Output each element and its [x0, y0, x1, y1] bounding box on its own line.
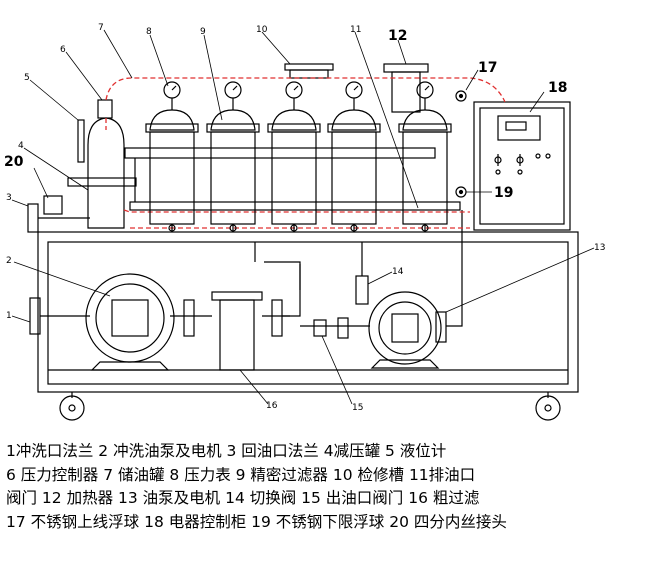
coarse-filter — [211, 261, 301, 371]
legend-line: 1冲洗口法兰 2 冲洗油泵及电机 3 回油口法兰 4减压罐 5 液位计 — [6, 442, 447, 460]
callout-18: 18 — [548, 80, 567, 96]
control-cabinet — [473, 101, 571, 231]
callout-14: 14 — [392, 267, 404, 277]
legend-line: 6 压力控制器 7 储油罐 8 压力表 9 精密过滤器 10 检修槽 11排油口 — [6, 465, 476, 484]
precision-filters — [145, 81, 452, 232]
drain-valve-icon — [350, 224, 358, 232]
filter-flange — [398, 123, 452, 133]
leader-lines — [11, 29, 595, 405]
upper-float — [455, 90, 467, 102]
callout-12: 12 — [388, 28, 407, 44]
drain-valve-icon — [229, 224, 237, 232]
manifold-pipes — [124, 147, 461, 211]
callout-19: 19 — [494, 185, 513, 201]
callout-11: 11 — [350, 25, 361, 35]
callout-15: 15 — [352, 403, 363, 413]
switch-valve — [355, 242, 369, 305]
callout-20: 20 — [4, 154, 24, 170]
inspection-trough — [284, 63, 334, 79]
filter-flange — [327, 123, 381, 133]
callout-9: 9 — [200, 27, 206, 37]
filter-flange — [206, 123, 260, 133]
callout-2: 2 — [6, 256, 12, 266]
callout-5: 5 — [24, 73, 30, 83]
callout-3: 3 — [6, 193, 12, 203]
callout-13: 13 — [594, 243, 605, 253]
filter-dome — [331, 109, 377, 131]
filter-dome — [402, 109, 448, 131]
callout-1: 1 — [6, 311, 12, 321]
filter-dome — [271, 109, 317, 131]
callout-4: 4 — [18, 141, 24, 151]
drain-valve-icon — [168, 224, 176, 232]
callout-7: 7 — [98, 23, 104, 33]
skid-frame — [37, 231, 579, 393]
filter-flange — [145, 123, 199, 133]
callout-8: 8 — [146, 27, 152, 37]
filter-flange — [267, 123, 321, 133]
return-flange — [27, 195, 90, 233]
legend-line: 17 不锈钢上线浮球 18 电器控制柜 19 不锈钢下限浮球 20 四分内丝接头 — [6, 512, 507, 531]
oil-storage-tank — [67, 99, 137, 229]
filter-dome — [210, 109, 256, 131]
oil-pump — [300, 210, 463, 369]
caster-wheels — [59, 392, 561, 421]
callout-numbers: 1 2 3 4 5 6 7 8 9 10 11 13 14 15 16 — [6, 23, 605, 413]
large-callouts: 12 17 18 19 20 — [4, 28, 567, 201]
heater — [383, 63, 429, 113]
callout-16: 16 — [266, 401, 278, 411]
callout-6: 6 — [60, 45, 66, 55]
callout-10: 10 — [256, 25, 268, 35]
filter-dome — [149, 109, 195, 131]
drain-valve-icon — [421, 224, 429, 232]
callout-17: 17 — [478, 60, 497, 76]
drain-valve-icon — [290, 224, 298, 232]
legend-line: 阀门 12 加热器 13 油泵及电机 14 切换阀 15 出油口阀门 16 粗过… — [6, 489, 480, 507]
wiring-dashed — [105, 77, 506, 229]
parts-legend: 1冲洗口法兰 2 冲洗油泵及电机 3 回油口法兰 4减压罐 5 液位计 6 压力… — [6, 440, 646, 534]
flushing-pump — [29, 273, 212, 371]
